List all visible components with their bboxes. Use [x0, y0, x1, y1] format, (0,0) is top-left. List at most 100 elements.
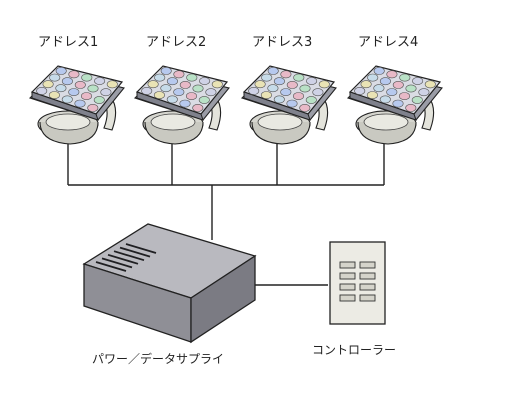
led-lens [55, 84, 67, 93]
label-address3: アドレス3 [252, 35, 313, 50]
label-address2: アドレス2 [146, 35, 207, 50]
fixture-base-top [150, 113, 196, 131]
led-lens [299, 84, 311, 93]
led-lens [87, 104, 99, 112]
power-data-supply-box [82, 223, 257, 344]
led-lens [80, 92, 92, 100]
led-lens [186, 73, 198, 82]
led-lens [267, 66, 279, 75]
controller-body [329, 241, 386, 325]
led-lens [292, 92, 304, 100]
led-lens [280, 70, 292, 79]
fixture-lip [243, 91, 311, 121]
vent-slot [125, 243, 157, 254]
fixture-base-top [45, 113, 91, 131]
led-lens [299, 104, 311, 112]
controller-button [359, 272, 376, 280]
vent-slot [101, 257, 133, 269]
label-address1: アドレス1 [38, 35, 99, 50]
led-lens [93, 96, 105, 104]
led-lens [286, 99, 298, 108]
led-lens [48, 91, 60, 99]
controller-button [339, 283, 356, 291]
led-lens [55, 66, 67, 75]
led-lens [386, 88, 398, 96]
vent-slot [107, 253, 139, 265]
led-lens [173, 88, 185, 96]
led-lens [392, 80, 404, 89]
led-lens [106, 80, 118, 89]
led-lens [405, 104, 417, 112]
led-lens [192, 84, 204, 93]
led-lens [100, 88, 112, 97]
led-lens [366, 91, 378, 99]
led-lens [74, 80, 86, 89]
led-lens [211, 80, 223, 89]
led-lens [373, 66, 385, 75]
led-lens [254, 80, 266, 89]
vent-slot [113, 250, 145, 262]
fixture-lip [349, 91, 417, 121]
label-address4: アドレス4 [358, 35, 419, 50]
led-fixture-address3 [240, 65, 337, 145]
led-lens [185, 92, 197, 100]
led-lens [360, 80, 372, 89]
controller-button [359, 283, 376, 291]
controller-button-grid [339, 261, 376, 302]
led-lens [305, 96, 317, 104]
led-lens [412, 77, 424, 85]
led-lens [173, 70, 185, 79]
led-lens [87, 84, 99, 93]
led-lens [199, 77, 211, 85]
fixture-lip [136, 91, 204, 121]
controller-button [359, 294, 376, 302]
led-lens [280, 88, 292, 96]
led-lens [293, 73, 305, 82]
led-lens [286, 80, 298, 89]
led-lens [42, 80, 54, 89]
led-lens [74, 99, 86, 108]
led-lens [411, 96, 423, 104]
led-lens [179, 99, 191, 108]
led-lens [260, 91, 272, 99]
led-lens [386, 70, 398, 79]
led-lens [94, 77, 106, 85]
vent-slot [95, 261, 127, 272]
led-lens [373, 84, 385, 93]
led-lens [61, 95, 73, 104]
controller-button [359, 261, 376, 269]
led-lens [166, 95, 178, 104]
led-lens [160, 84, 172, 93]
led-lens [248, 87, 260, 95]
supply-box-side [190, 254, 256, 344]
controller-button [339, 272, 356, 280]
vent-slots [95, 243, 157, 272]
led-lens [261, 73, 273, 82]
led-lens [379, 95, 391, 104]
led-lens [49, 73, 61, 82]
led-fixture-address4 [346, 65, 443, 145]
led-lens [61, 77, 73, 86]
led-lens [154, 73, 166, 82]
led-lens [398, 92, 410, 100]
led-lens [192, 104, 204, 112]
led-lens [141, 87, 153, 95]
fixture-lip [31, 91, 99, 121]
led-lens [354, 87, 366, 95]
led-lens [399, 73, 411, 82]
led-lens [312, 88, 324, 97]
led-lens [267, 84, 279, 93]
fixture-base-top [257, 113, 303, 131]
led-lens [367, 73, 379, 82]
led-lens [147, 80, 159, 89]
label-controller: コントローラー [312, 343, 397, 357]
led-lens [273, 77, 285, 86]
led-lens [160, 66, 172, 75]
led-lens [392, 99, 404, 108]
led-lens [153, 91, 165, 99]
label-power-data-supply: パワー／データサプライ [92, 352, 225, 366]
led-lens [273, 95, 285, 104]
led-lens [405, 84, 417, 93]
